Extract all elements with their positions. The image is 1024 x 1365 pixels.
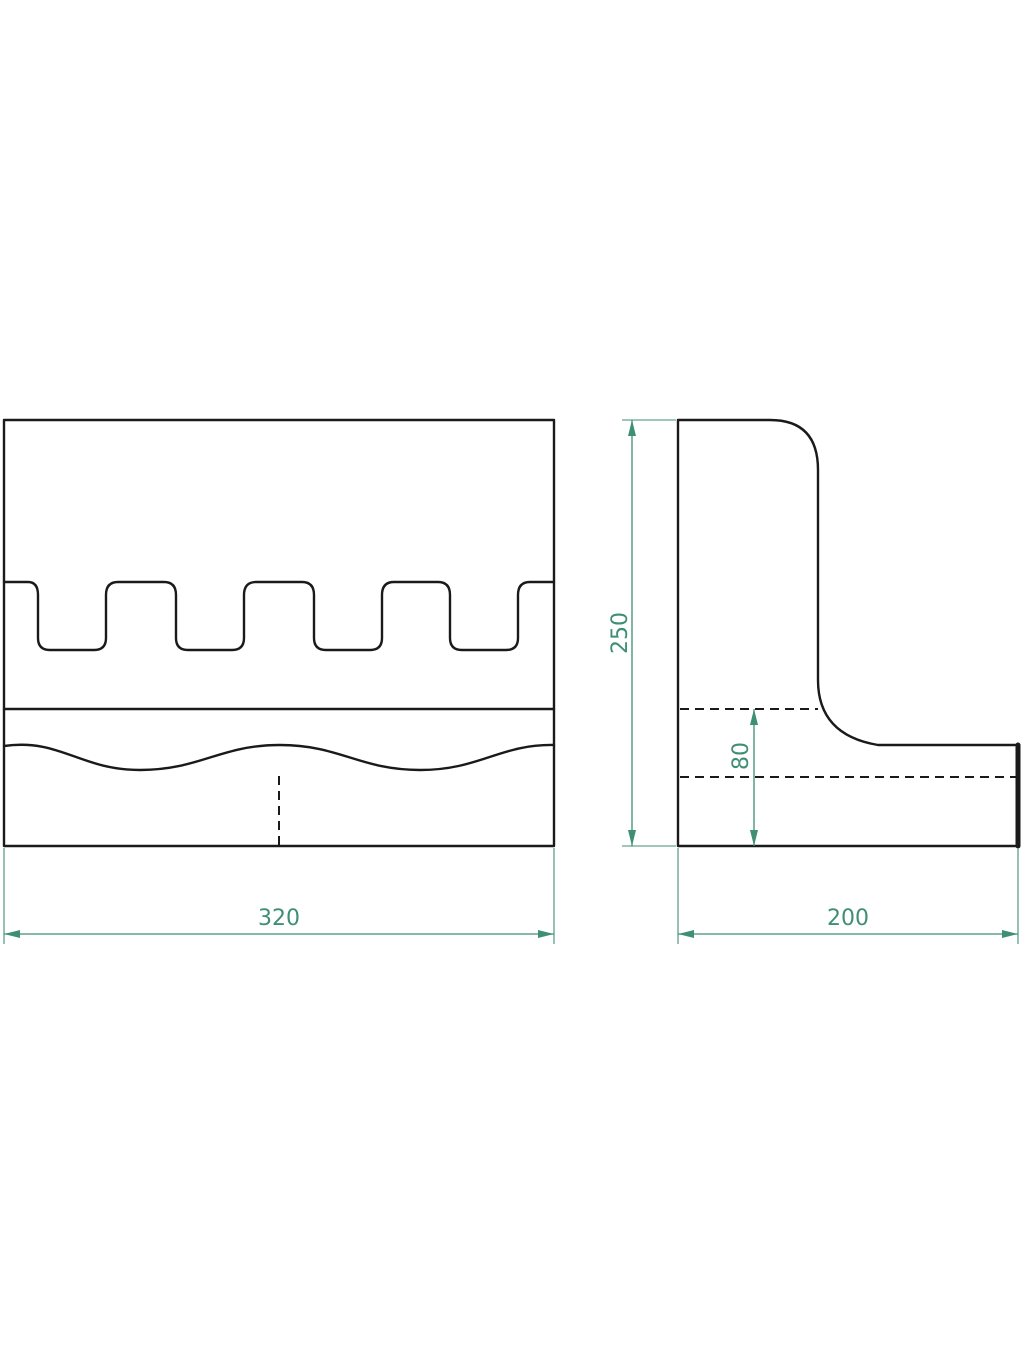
front-view — [2, 418, 556, 848]
dimension-label-320: 320 — [258, 906, 300, 931]
dimension-height-lower: 80 — [729, 709, 758, 846]
dimension-label-80: 80 — [729, 742, 754, 770]
side-view — [676, 418, 1021, 849]
front-wave-profile — [2, 743, 556, 772]
front-slot-profile — [2, 580, 556, 652]
dimension-label-250: 250 — [608, 612, 633, 654]
arrowhead-top — [628, 420, 636, 436]
front-view-outline — [2, 418, 556, 848]
arrowhead-bottom — [628, 830, 636, 846]
arrowhead-right — [538, 930, 554, 938]
dimension-height-total: 250 — [608, 419, 676, 847]
arrowhead-left — [4, 930, 20, 938]
arrowhead-lower-top — [750, 709, 758, 725]
arrowhead-lower-bottom — [750, 830, 758, 846]
arrowhead-side-right — [1002, 930, 1018, 938]
side-view-outline — [676, 418, 1020, 848]
dimension-depth-side: 200 — [677, 848, 1019, 944]
dimension-width-front: 320 — [3, 848, 555, 944]
dimension-label-200: 200 — [827, 906, 869, 931]
arrowhead-side-left — [678, 930, 694, 938]
